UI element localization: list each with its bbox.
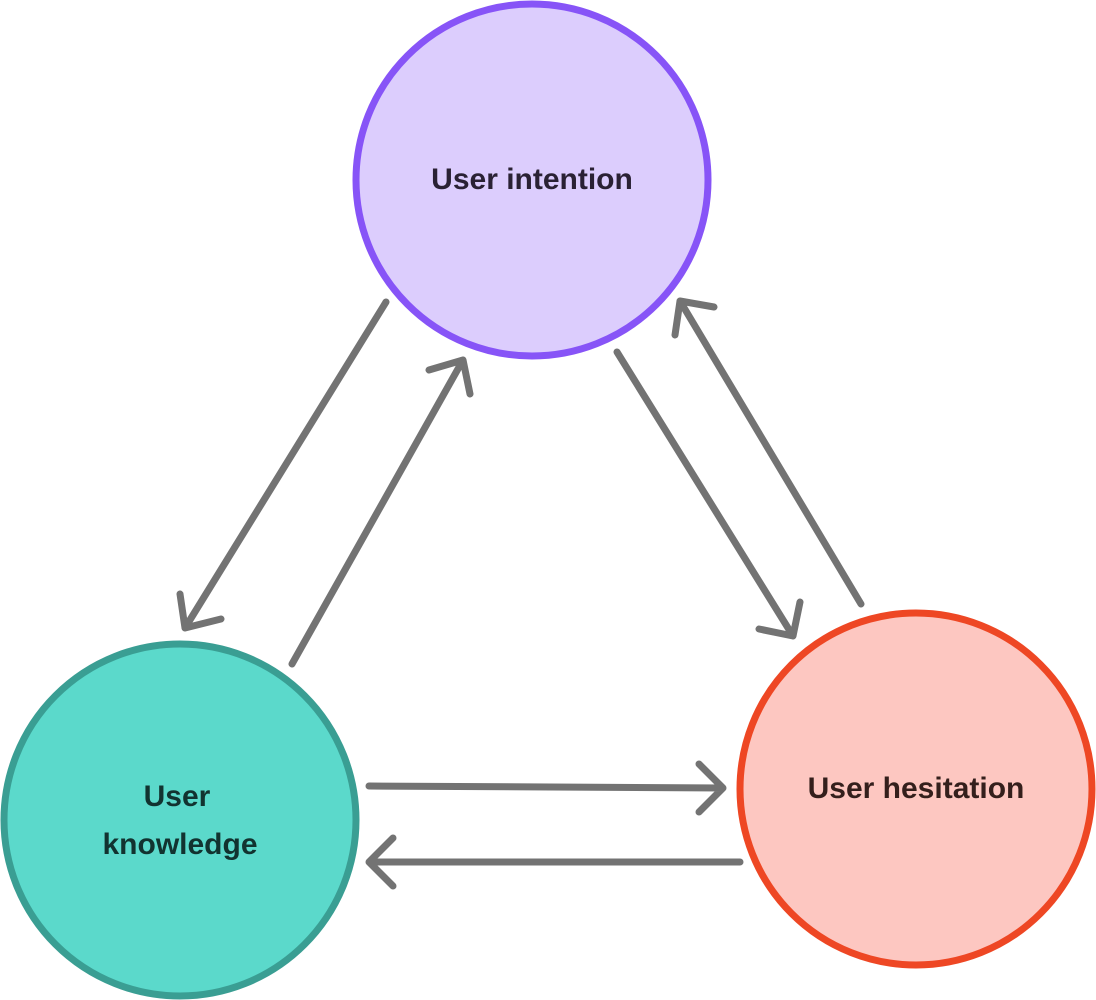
user-intention-label: User intention (431, 163, 633, 196)
arrow-knowledge-to-intention (288, 356, 474, 668)
node-user-hesitation: User hesitation (736, 609, 1096, 969)
arrow-knowledge-to-hesitation (365, 760, 727, 816)
arrow-hesitation-to-knowledge (365, 834, 744, 890)
arrow-intention-to-knowledge (176, 298, 390, 632)
user-hesitation-label: User hesitation (808, 772, 1025, 805)
user-knowledge-label-line1: User (144, 780, 211, 813)
node-user-knowledge: User knowledge (0, 640, 360, 1000)
user-intention-circle (352, 0, 712, 360)
user-knowledge-circle (0, 640, 360, 1000)
user-hesitation-circle (736, 609, 1096, 969)
arrow-intention-to-hesitation (613, 348, 804, 640)
arrow-hesitation-to-intention (671, 297, 865, 608)
user-knowledge-label-line2: knowledge (102, 828, 257, 861)
arrows-group (176, 297, 865, 890)
node-user-intention: User intention (352, 0, 712, 360)
